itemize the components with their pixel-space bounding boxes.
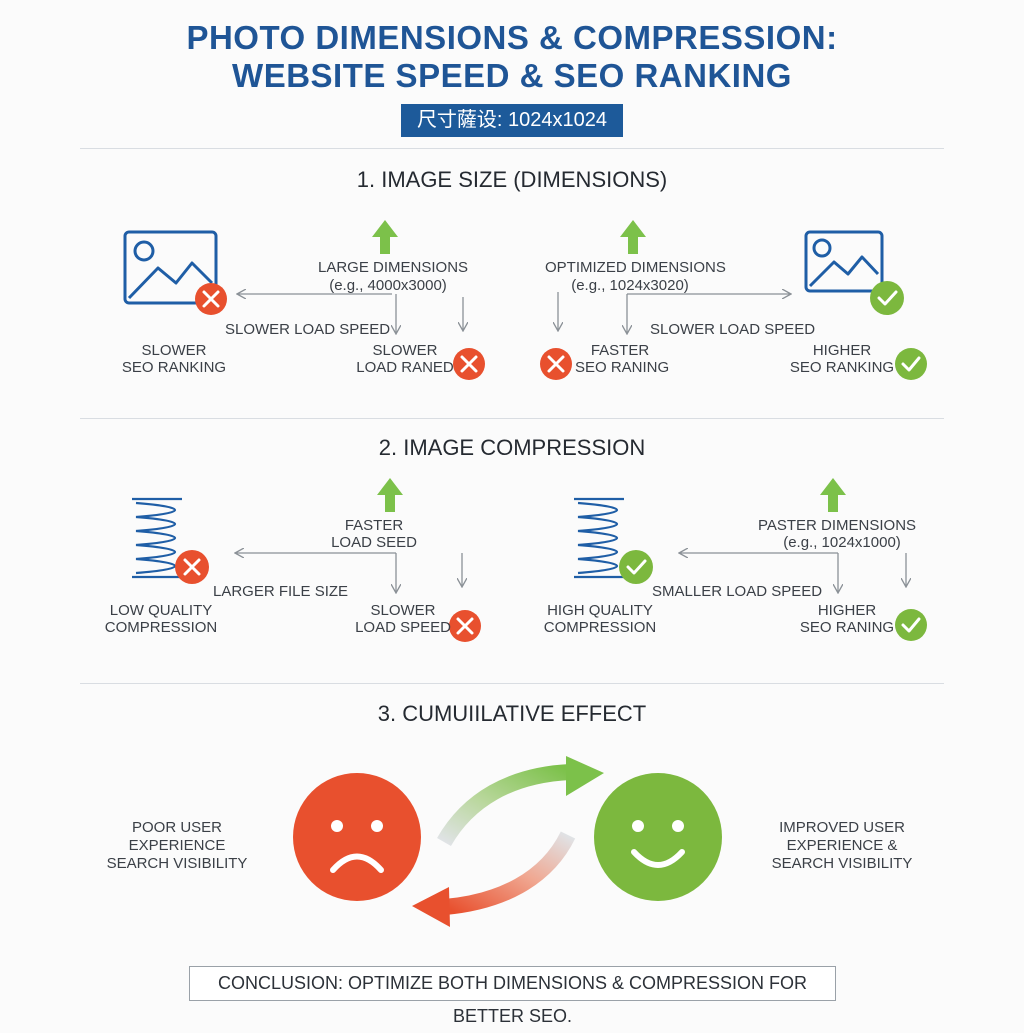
higher-label-2: SEO RANKING [789, 359, 895, 376]
section-2-heading: 2. IMAGE COMPRESSION [378, 435, 646, 460]
slower-speed-label-2: LOAD SPEED [355, 619, 451, 636]
spring-compression-icon [574, 497, 624, 579]
conclusion-box: CONCLUSION: OPTIMIZE BOTH DIMENSIONS & C… [189, 966, 836, 1026]
success-check-icon [619, 550, 653, 584]
slower-load-label-2: LOAD RANED [356, 359, 454, 376]
faster-label-2: SEO RANING [575, 359, 670, 376]
faster-load-label-2: LOAD SEED [331, 534, 417, 551]
improvement-arrow-icon [437, 756, 604, 847]
faster-label-1: FASTER [590, 342, 650, 359]
page-title-line-2: WEBSITE SPEED & SEO RANKING [232, 57, 792, 94]
error-x-icon [453, 348, 485, 380]
optimized-dimensions-label: OPTIMIZED DIMENSIONS [545, 259, 726, 276]
slower-seo-label-1: SLOWER [141, 342, 207, 359]
poor-experience-label-1: POOR USER [131, 819, 222, 836]
success-check-icon [870, 281, 904, 315]
section-3-heading: 3. CUMUIILATIVE EFFECT [377, 701, 647, 726]
arrow-up-icon [620, 220, 646, 254]
arrow-up-icon [372, 220, 398, 254]
high-quality-label-1: HIGH QUALITY [547, 602, 653, 619]
optimized-image-icon [804, 230, 884, 293]
error-x-icon [195, 283, 227, 315]
page-title-line-1: PHOTO DIMENSIONS & COMPRESSION: [186, 19, 838, 56]
success-check-icon [895, 348, 927, 380]
divider-1 [80, 148, 944, 149]
higher-label-1: HIGHER [812, 342, 872, 359]
error-x-icon [449, 610, 481, 642]
large-dimensions-example: (e.g., 4000x3000) [329, 277, 447, 294]
slower-seo-label-2: SEO RANKING [121, 359, 227, 376]
optimized-dimensions-example: (e.g., 1024x3020) [571, 277, 689, 294]
size-badge: 尺寸薩设: 1024x1024 [401, 104, 623, 137]
slower-speed-label-1: SLOWER [370, 602, 436, 619]
slower-load-label-1: SLOWER [372, 342, 438, 359]
large-image-icon [123, 230, 218, 305]
paster-dimensions-label: PASTER DIMENSIONS [757, 517, 917, 534]
error-x-icon [540, 348, 572, 380]
improved-experience-label-1: IMPROVED USER [779, 819, 905, 836]
sad-face-icon [293, 773, 421, 901]
faster-load-label-1: FASTER [344, 517, 404, 534]
poor-experience-label-3: SEARCH VISIBILITY [106, 855, 248, 872]
arrow-up-icon [377, 478, 403, 512]
high-quality-label-2: COMPRESSION [543, 619, 657, 636]
large-dimensions-label: LARGE DIMENSIONS [318, 259, 469, 276]
low-quality-label-1: LOW QUALITY [109, 602, 213, 619]
right-slower-load-speed-label: SLOWER LOAD SPEED [650, 321, 816, 338]
divider-3 [80, 683, 944, 684]
happy-face-icon [594, 773, 722, 901]
higher-seo-label-2: SEO RANING [799, 619, 895, 636]
larger-file-size-label: LARGER FILE SIZE [213, 583, 349, 600]
higher-seo-label-1: HIGHER [817, 602, 877, 619]
success-check-icon [895, 609, 927, 641]
error-x-icon [175, 550, 209, 584]
decline-arrow-icon [412, 831, 576, 927]
spring-compression-icon [132, 497, 182, 579]
section-1-heading: 1. IMAGE SIZE (DIMENSIONS) [356, 167, 668, 192]
divider-2 [80, 418, 944, 419]
low-quality-label-2: COMPRESSION [104, 619, 218, 636]
improved-experience-label-3: SEARCH VISIBILITY [771, 855, 913, 872]
slower-load-speed-label: SLOWER LOAD SPEED [225, 321, 391, 338]
poor-experience-label-2: EXPERIENCE [128, 837, 226, 854]
arrow-up-icon [820, 478, 846, 512]
improved-experience-label-2: EXPERIENCE & [786, 837, 898, 854]
paster-dimensions-example: (e.g., 1024x1000) [783, 534, 901, 551]
smaller-load-speed-label: SMALLER LOAD SPEED [652, 583, 823, 600]
